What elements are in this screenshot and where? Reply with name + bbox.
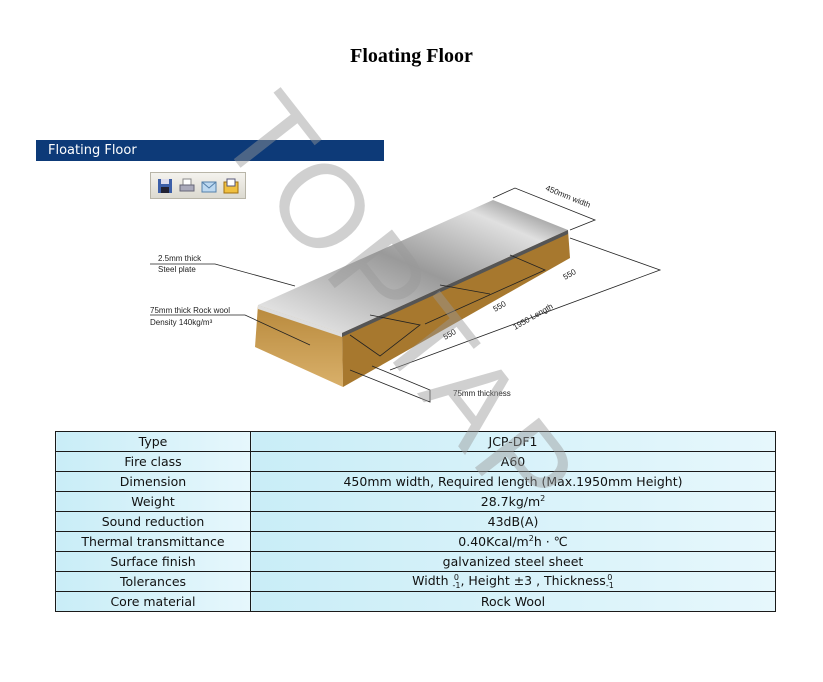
spec-label: Dimension bbox=[55, 471, 251, 492]
spec-label: Weight bbox=[55, 491, 251, 512]
spec-value: 43dB(A) bbox=[250, 511, 776, 532]
print-icon[interactable] bbox=[178, 177, 196, 195]
rockwool-end-face bbox=[255, 305, 343, 387]
spec-value: A60 bbox=[250, 451, 776, 472]
width-dimension: 450mm width bbox=[544, 184, 591, 210]
floating-floor-diagram: 2.5mm thick Steel plate 75mm thick Rock … bbox=[150, 184, 662, 403]
spec-value: 450mm width, Required length (Max.1950mm… bbox=[250, 471, 776, 492]
spec-value: JCP-DF1 bbox=[250, 431, 776, 452]
save-icon[interactable] bbox=[156, 177, 174, 195]
wool-label-density: Density 140kg/m³ bbox=[150, 318, 213, 327]
span-label: 550 bbox=[562, 267, 579, 282]
email-icon[interactable] bbox=[200, 177, 218, 195]
spec-value: Rock Wool bbox=[250, 591, 776, 612]
thickness-dimension: 75mm thickness bbox=[453, 389, 511, 398]
spec-label: Fire class bbox=[55, 451, 251, 472]
spec-label: Sound reduction bbox=[55, 511, 251, 532]
spec-value: galvanized steel sheet bbox=[250, 551, 776, 572]
rockwool-side-face bbox=[342, 230, 570, 387]
section-header: Floating Floor bbox=[36, 140, 384, 161]
spec-value: 28.7kg/m2 bbox=[250, 491, 776, 512]
spec-label: Tolerances bbox=[55, 571, 251, 592]
length-dimension: 1950 Length bbox=[512, 302, 555, 332]
folder-icon[interactable] bbox=[222, 177, 240, 195]
page-title: Floating Floor bbox=[350, 45, 473, 67]
spec-label: Surface finish bbox=[55, 551, 251, 572]
toolbar bbox=[150, 172, 246, 199]
spec-label: Type bbox=[55, 431, 251, 452]
wool-label-thickness: 75mm thick Rock wool bbox=[150, 306, 230, 315]
spec-label: Thermal transmittance bbox=[55, 531, 251, 552]
steel-label-thickness: 2.5mm thick bbox=[158, 254, 202, 263]
steel-plate-top bbox=[258, 200, 568, 333]
spec-label: Core material bbox=[55, 591, 251, 612]
spec-value: Width 0-1, Height ±3 , Thickness0-1 bbox=[250, 571, 776, 592]
steel-label-name: Steel plate bbox=[158, 265, 196, 274]
spec-value: 0.40Kcal/m2h · ℃ bbox=[250, 531, 776, 552]
